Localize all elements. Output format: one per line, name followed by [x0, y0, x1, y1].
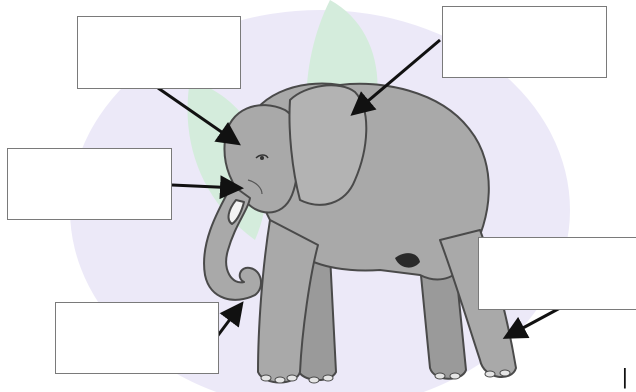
label-box-foot[interactable] — [478, 237, 636, 310]
label-box-trunk[interactable] — [55, 302, 219, 374]
arrow-to-tusk — [172, 185, 238, 188]
arrow-to-forehead — [158, 88, 236, 142]
label-box-tusk[interactable] — [7, 148, 172, 220]
arrow-to-trunk — [216, 306, 240, 338]
label-box-forehead[interactable] — [77, 16, 241, 89]
arrow-to-foot — [508, 308, 560, 336]
arrow-to-ear — [355, 40, 440, 112]
edge-mark: | — [622, 366, 628, 388]
label-box-ear[interactable] — [442, 6, 607, 78]
